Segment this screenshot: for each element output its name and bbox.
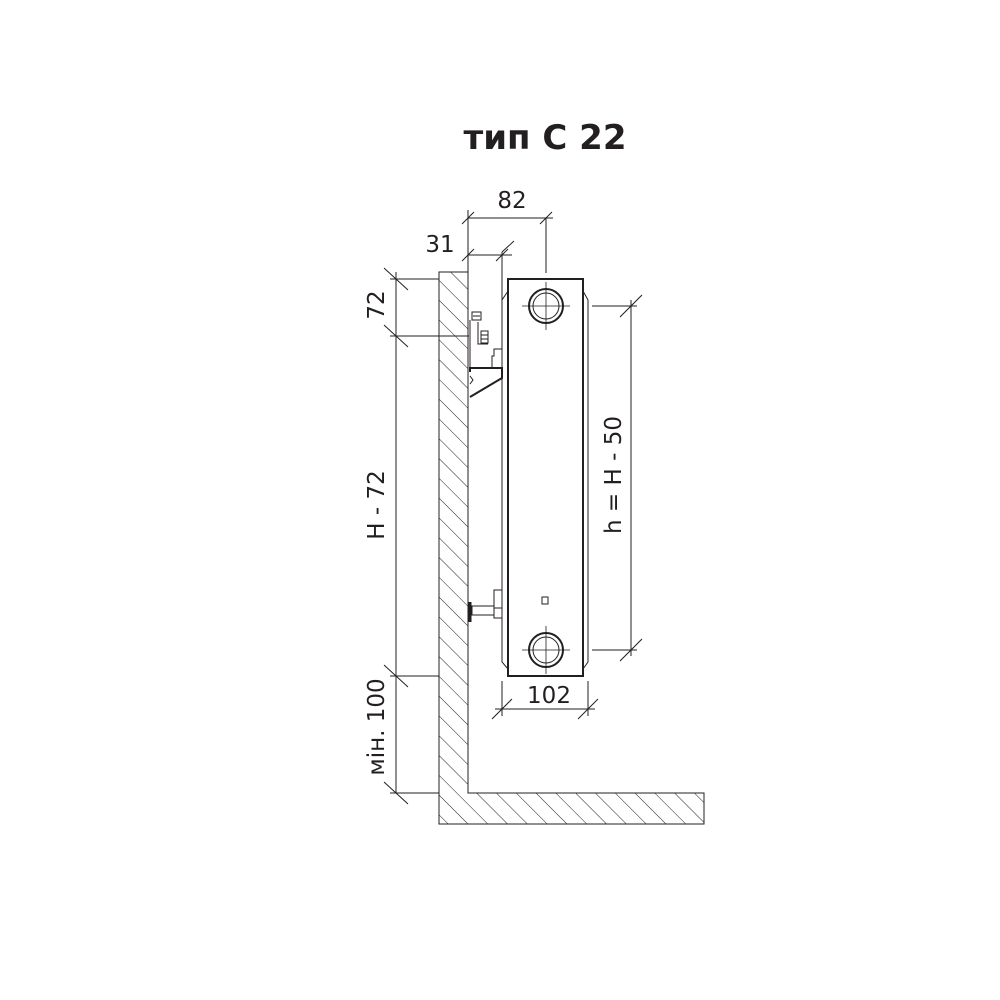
dimension-label-bracket-spacing: H - 72 <box>364 470 390 539</box>
dimension-label-top-offset: 72 <box>364 290 390 319</box>
top-connection-icon <box>522 282 570 330</box>
dimension-wall-offset <box>461 240 515 352</box>
wall-and-floor <box>438 271 705 825</box>
dimension-left-chain <box>383 267 469 805</box>
upper-bracket-icon <box>469 311 503 398</box>
radiator-body <box>501 278 589 677</box>
dimension-label-total-depth: 82 <box>497 188 526 214</box>
vent-plug-icon <box>541 596 549 605</box>
dimension-connection-height <box>592 294 643 662</box>
lower-bracket-icon <box>468 589 503 622</box>
dimension-label-wall-offset: 31 <box>425 232 454 258</box>
bottom-connection-icon <box>522 626 570 674</box>
dimension-label-connection-height: h = H - 50 <box>601 416 627 534</box>
drawing-title: тип С 22 <box>464 118 627 158</box>
dimension-label-floor-clearance: мін. 100 <box>364 678 390 775</box>
dimension-panel-depth <box>491 681 599 720</box>
dimension-label-panel-depth: 102 <box>527 683 571 709</box>
dimension-total-depth <box>461 210 553 273</box>
